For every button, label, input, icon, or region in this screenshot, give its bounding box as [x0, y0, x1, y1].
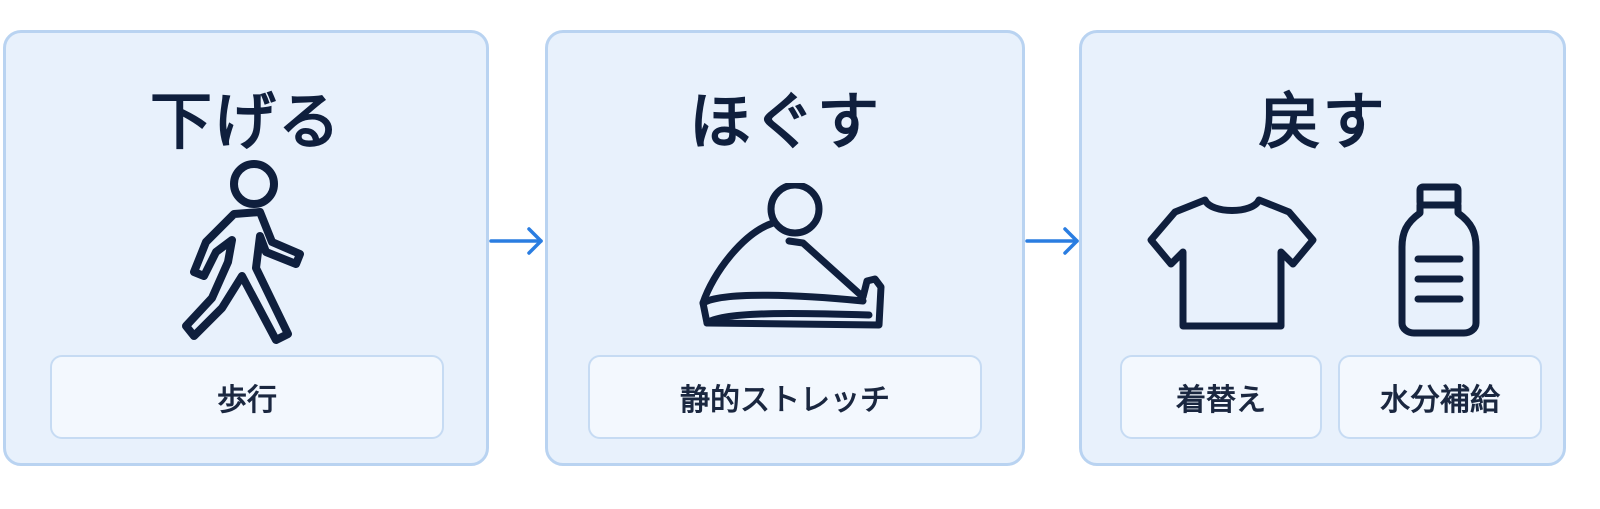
- seated-stretch-icon: [699, 183, 885, 329]
- arrow-right-icon: [489, 227, 543, 255]
- step-title: 下げる: [149, 85, 342, 158]
- walking-person-icon: [182, 160, 304, 344]
- step-card-lower: 下げる 歩行: [3, 30, 489, 466]
- water-bottle-icon: [1398, 183, 1480, 337]
- step-card-loosen: ほぐす 静的ストレッチ: [545, 30, 1025, 466]
- step-label: 着替え: [1120, 355, 1322, 439]
- step-title: ほぐす: [688, 85, 881, 158]
- step-label: 歩行: [50, 355, 444, 439]
- step-label: 水分補給: [1338, 355, 1542, 439]
- step-card-restore: 戻す 着替え 水分補給: [1079, 30, 1566, 466]
- step-label: 静的ストレッチ: [588, 355, 982, 439]
- arrow-right-icon: [1025, 227, 1079, 255]
- step-title: 戻す: [1258, 85, 1387, 158]
- tshirt-icon: [1147, 196, 1317, 330]
